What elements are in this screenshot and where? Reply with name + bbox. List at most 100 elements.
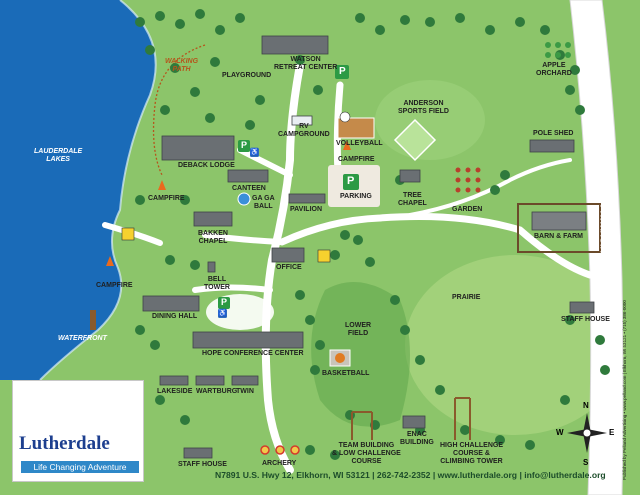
dining-hall	[142, 295, 200, 312]
label-apple-orchard: APPLE ORCHARD	[536, 62, 572, 77]
staff-house-south	[183, 447, 213, 459]
label-volleyball: VOLLEYBALL	[336, 140, 383, 147]
office	[271, 247, 305, 263]
label-archery: ARCHERY	[262, 460, 297, 467]
walking-path	[152, 44, 206, 176]
compass-rose	[567, 413, 607, 453]
footer-address: N7891 U.S. Hwy 12, Elkhorn, WI 53121 | 2…	[215, 470, 606, 480]
tree-chapel	[399, 169, 421, 183]
label-waterfront: WATERFRONT	[58, 335, 107, 342]
pole-shed	[529, 139, 575, 153]
archery-targets	[260, 445, 300, 455]
label-canteen: CANTEEN	[232, 185, 266, 192]
label-campfire-waterfront: CAMPFIRE	[96, 282, 133, 289]
label-prairie: PRAIRIE	[452, 294, 481, 301]
compass-east: E	[609, 428, 615, 437]
volleyball-court	[337, 117, 375, 139]
volleyball-icon	[339, 111, 351, 123]
walking-path-label: WALKING PATH	[165, 58, 199, 73]
label-anderson-sports-field: ANDERSON SPORTS FIELD	[398, 100, 449, 115]
label-garden: GARDEN	[452, 206, 483, 213]
compass-west: W	[556, 428, 564, 437]
hope-conference-center	[192, 331, 304, 349]
label-tree-chapel: TREE CHAPEL	[398, 192, 427, 207]
buildings	[142, 35, 595, 459]
accessible-signs	[218, 148, 259, 318]
roads	[102, 61, 594, 474]
lakeside-cabin	[159, 375, 189, 386]
campfire-icons	[106, 140, 351, 266]
label-office: OFFICE	[276, 264, 302, 271]
label-pole-shed: POLE SHED	[533, 130, 574, 137]
label-high-challenge: HIGH CHALLENGE COURSE & CLIMBING TOWER	[440, 442, 503, 465]
label-campfire-volleyball: CAMPFIRE	[338, 156, 375, 163]
bakken-chapel	[193, 211, 233, 227]
twin-cabin	[231, 375, 259, 386]
trees	[135, 9, 610, 460]
garden-plots	[455, 167, 481, 193]
hope-center-lawn	[206, 294, 274, 330]
prairie-area	[405, 255, 625, 435]
label-lower-field: LOWER FIELD	[345, 322, 372, 337]
publisher-credit: Published by Pelland Advertising • www.p…	[622, 300, 627, 480]
lake	[0, 0, 156, 380]
label-staff-house-east: STAFF HOUSE	[561, 316, 610, 323]
watson-retreat-center	[261, 35, 329, 55]
parking-sign-glyph: P	[339, 66, 346, 77]
barn	[531, 211, 587, 231]
parking-sign-glyph: P	[347, 175, 355, 187]
wartburg-cabin	[195, 375, 225, 386]
challenge-structures	[351, 397, 471, 440]
waterfront-pier	[90, 310, 96, 330]
label-pavilion: PAVILION	[290, 206, 323, 213]
lake-label: LAUDERDALE LAKES	[34, 148, 83, 163]
orchard-trees	[545, 42, 571, 58]
direction-markers	[121, 227, 331, 263]
basketball-icon	[335, 353, 345, 363]
staff-house-east	[569, 301, 595, 314]
parking-sign-glyph: P	[221, 297, 228, 307]
label-campfire-lodge: CAMPFIRE	[148, 195, 185, 202]
label-basketball: BASKETBALL	[322, 370, 370, 377]
lower-field-area	[311, 282, 410, 427]
label-hope-conference-center: HOPE CONFERENCE CENTER	[202, 350, 304, 357]
label-watson-retreat-center: WATSON RETREAT CENTER	[274, 56, 338, 71]
label-parking: PARKING	[340, 193, 372, 200]
label-barn-farm: BARN & FARM	[534, 233, 583, 240]
label-bakken-chapel: BAKKEN CHAPEL	[198, 230, 228, 245]
label-staff-house-south: STAFF HOUSE	[178, 461, 227, 468]
label-rv-campground: RV CAMPGROUND	[278, 123, 330, 138]
accessible-icon: ♿	[250, 149, 259, 156]
compass-south: S	[583, 458, 589, 467]
enac-building	[402, 415, 426, 429]
label-enac-building: ENAC BUILDING	[400, 431, 434, 446]
label-playground: PLAYGROUND	[222, 72, 272, 79]
label-deback-lodge: DEBACK LODGE	[178, 162, 235, 169]
label-team-building: TEAM BUILDING & LOW CHALLENGE COURSE	[332, 442, 401, 465]
lutherdale-logo: Lutherdale Life Changing Adventure	[12, 380, 144, 482]
label-dining-hall: DINING HALL	[152, 313, 198, 320]
label-gagaball: GA GA BALL	[252, 195, 275, 210]
highway-label: US HIGHWAY 12	[599, 198, 609, 268]
label-bell-tower: BELL TOWER	[204, 276, 230, 291]
parking-sign-glyph: P	[241, 140, 248, 150]
bell-tower	[207, 261, 216, 273]
label-lakeside: LAKESIDE	[157, 388, 193, 395]
upper-field-area	[375, 80, 485, 160]
logo-name: Lutherdale	[19, 433, 110, 454]
canteen	[227, 169, 269, 183]
compass-north: N	[583, 401, 589, 410]
highway	[569, 0, 624, 495]
deback-lodge	[161, 135, 235, 161]
anderson-field	[393, 118, 437, 162]
parking-signs	[218, 65, 359, 309]
label-wartburg: WARTBURG	[196, 388, 238, 395]
rv-marker	[291, 115, 313, 126]
label-twin: TWIN	[236, 388, 254, 395]
pavilion	[288, 193, 326, 204]
gagaball-icon	[237, 192, 251, 206]
logo-tagline: Life Changing Adventure	[21, 461, 139, 473]
accessible-icon: ♿	[218, 310, 227, 317]
